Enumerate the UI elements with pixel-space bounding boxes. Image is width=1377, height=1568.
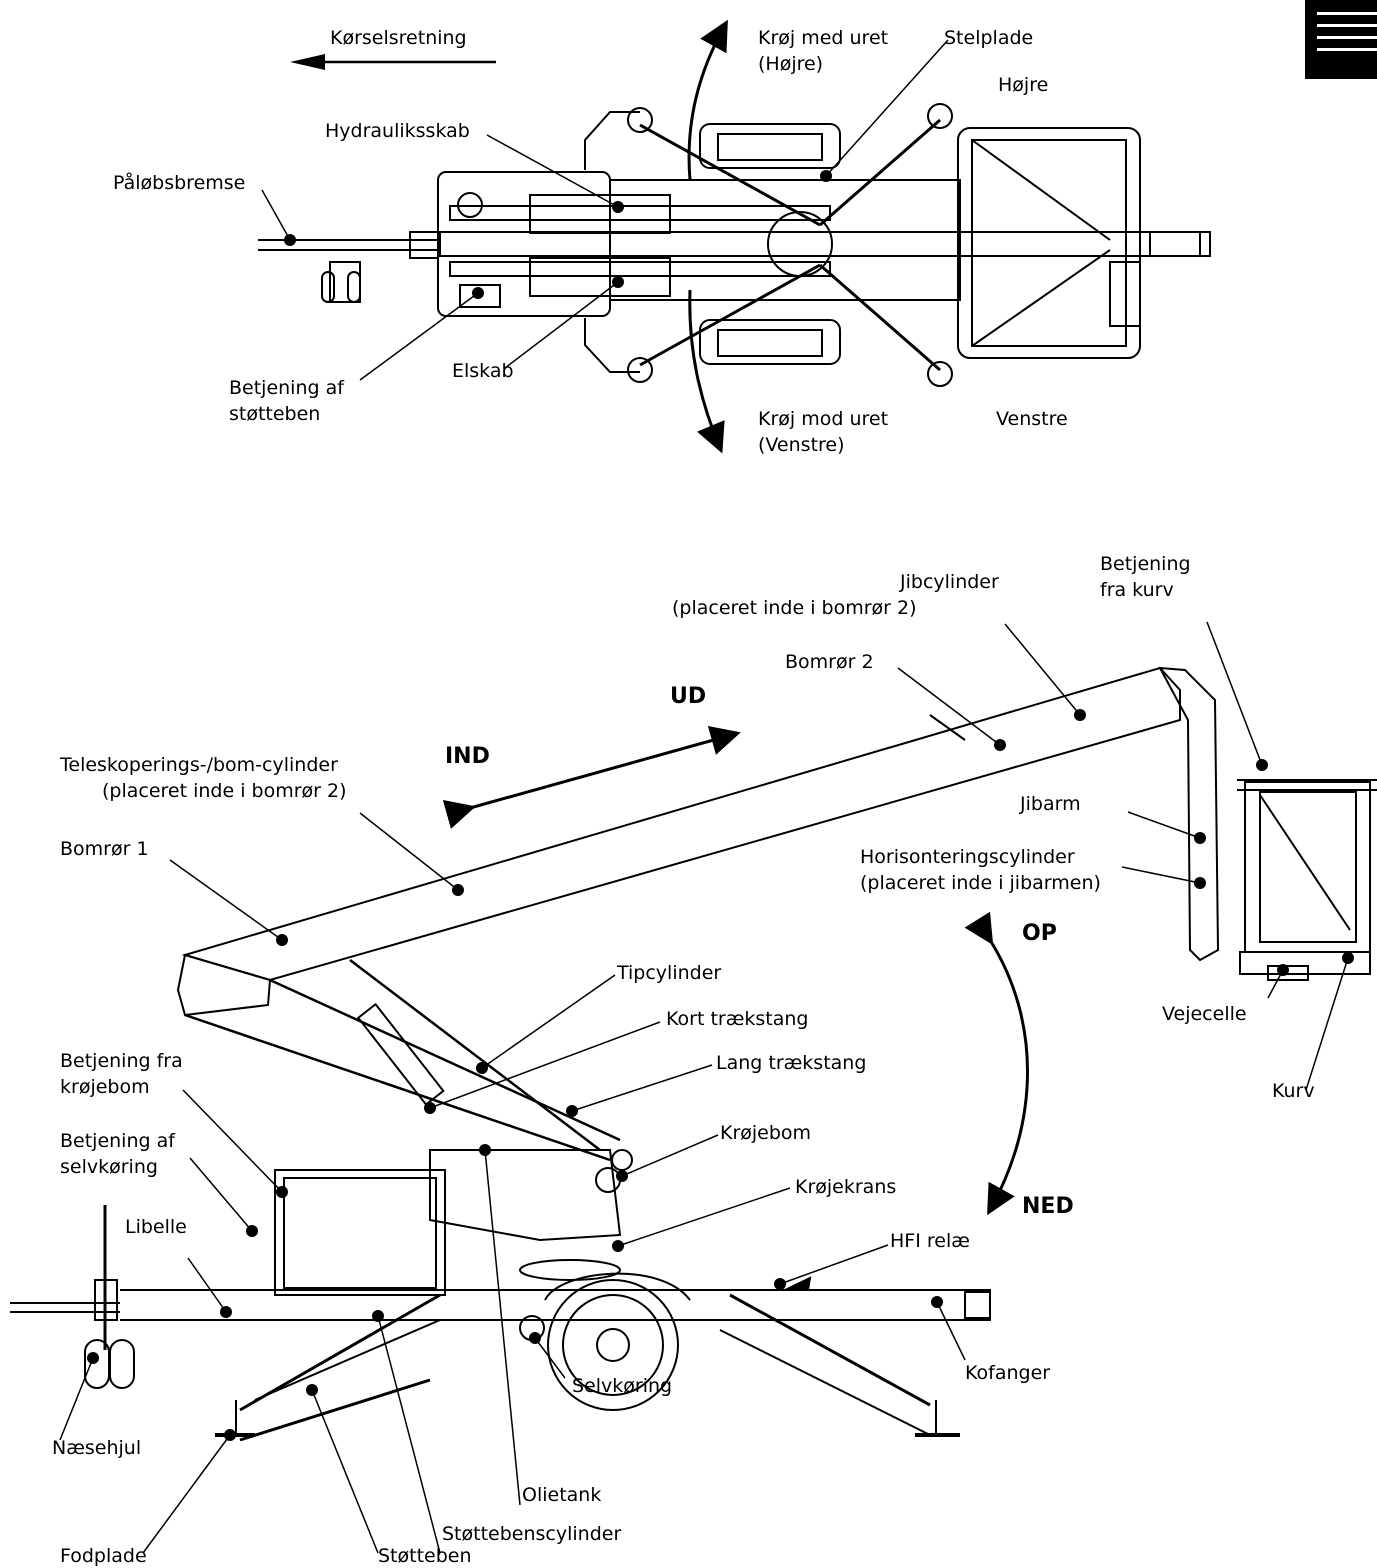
label-basket-control-2: fra kurv	[1100, 579, 1174, 601]
cabinet-side	[274, 1169, 446, 1296]
label-slew-control-1: Betjening fra	[60, 1050, 183, 1072]
label-swing-ccw: Krøj mod uret	[758, 408, 889, 430]
leader-lines	[59, 39, 1349, 1554]
wheel-top-right	[699, 123, 841, 169]
side-view-drawing	[10, 666, 1377, 1442]
label-level: Libelle	[125, 1216, 187, 1238]
label-nose-wheel: Næsehjul	[52, 1437, 142, 1459]
label-swing-cw-sub: (Højre)	[758, 53, 824, 75]
label-hfi: HFI relæ	[890, 1230, 970, 1252]
label-jib-arm: Jibarm	[1020, 793, 1081, 815]
label-self-drive: Selvkøring	[572, 1375, 673, 1397]
label-oil-tank: Olietank	[522, 1484, 602, 1506]
label-basket-control-1: Betjening	[1100, 553, 1191, 575]
swing-cw-arrow	[687, 19, 728, 181]
label-tele-cylinder-2: (placeret inde i bomrør 2)	[102, 780, 347, 802]
label-slew-boom: Krøjebom	[720, 1122, 812, 1144]
label-right: Højre	[998, 74, 1049, 96]
label-level-cylinder-2: (placeret inde i jibarmen)	[860, 872, 1101, 894]
main-wheel	[547, 1279, 679, 1411]
hydraulic-cabinet-top	[529, 194, 671, 234]
label-tele-cylinder-1: Teleskoperings-/bom-cylinder	[60, 754, 338, 776]
label-down: NED	[1022, 1194, 1074, 1219]
label-boom2: Bomrør 2	[785, 651, 874, 673]
label-tip-cylinder: Tipcylinder	[617, 962, 722, 984]
label-long-rod: Lang trækstang	[716, 1052, 867, 1074]
label-swing-ccw-sub: (Venstre)	[758, 434, 845, 456]
label-electric-cabinet: Elskab	[452, 360, 514, 382]
label-outrigger: Støtteben	[378, 1545, 472, 1567]
basket-top	[957, 127, 1141, 359]
label-direction: Kørselsretning	[330, 27, 467, 49]
label-drive-control-2: selvkøring	[60, 1156, 158, 1178]
label-stelplade: Stelplade	[944, 27, 1034, 49]
label-outrigger-control-1: Betjening af	[229, 377, 344, 399]
in-out-arrow	[442, 726, 741, 829]
label-drive-control-1: Betjening af	[60, 1130, 175, 1152]
section-tab-marker	[1305, 0, 1377, 79]
label-load-cell: Vejecelle	[1162, 1003, 1247, 1025]
swing-ccw-arrow	[688, 289, 725, 454]
label-outrigger-cylinder: Støttebenscylinder	[442, 1523, 622, 1545]
label-hydraulic-cabinet: Hydrauliksskab	[325, 120, 470, 142]
label-jib-cylinder-2: (placeret inde i bomrør 2)	[672, 597, 917, 619]
leader-dots	[87, 170, 1354, 1441]
label-bumper: Kofanger	[965, 1362, 1051, 1384]
label-outrigger-control-2: støtteben	[229, 403, 321, 425]
label-foot-plate: Fodplade	[60, 1545, 147, 1567]
label-jib-cylinder-1: Jibcylinder	[900, 571, 999, 593]
label-short-rod: Kort trækstang	[666, 1008, 809, 1030]
label-slew-ring: Krøjekrans	[795, 1176, 897, 1198]
top-view-drawing	[258, 19, 1211, 454]
label-boom1: Bomrør 1	[60, 838, 149, 860]
label-left: Venstre	[996, 408, 1068, 430]
label-up: OP	[1022, 921, 1057, 946]
label-in: IND	[445, 744, 490, 769]
up-down-arrow	[964, 911, 1029, 1216]
label-out: UD	[670, 684, 707, 709]
slew-ring	[519, 1259, 621, 1281]
label-basket: Kurv	[1272, 1080, 1315, 1102]
label-level-cylinder-1: Horisonteringscylinder	[860, 846, 1075, 868]
label-slew-control-2: krøjebom	[60, 1076, 150, 1098]
label-overrun-brake: Påløbsbremse	[113, 172, 246, 194]
label-swing-cw: Krøj med uret	[758, 27, 889, 49]
jib-arm	[1158, 666, 1220, 962]
wheel-top-left	[699, 319, 841, 365]
slew-boom-body	[429, 1149, 622, 1242]
